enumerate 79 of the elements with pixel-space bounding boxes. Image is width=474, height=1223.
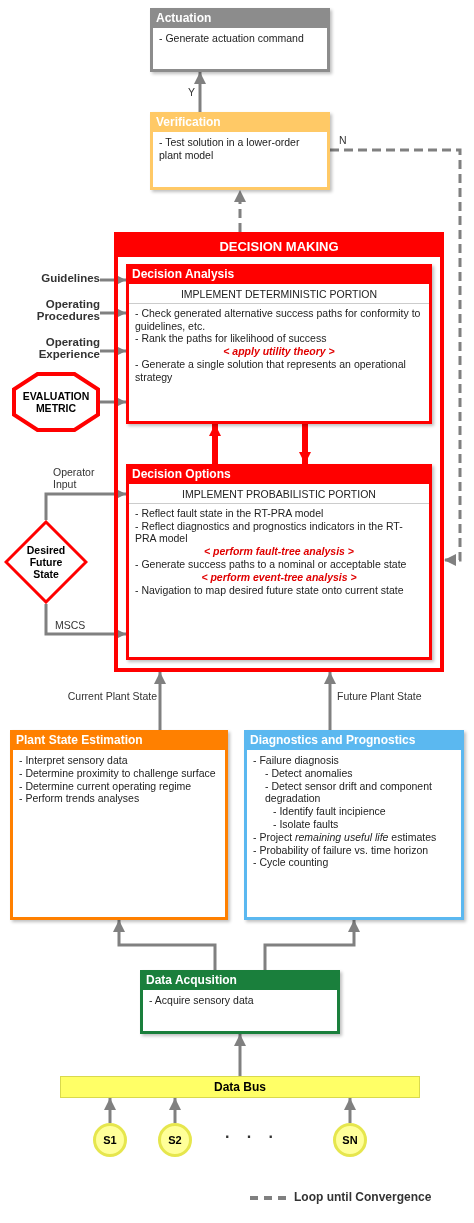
edge-label: MSCS [54,619,87,632]
arrow [154,672,166,730]
box-heading: Diagnostics and Prognostics [244,730,464,750]
edge-label: Y [187,86,196,99]
diamond-text: Desired Future State [25,543,67,581]
bullet-text: - Determine proximity to challenge surface [18,766,217,780]
arrow [100,345,126,357]
dashed-arrow [234,190,246,232]
process-box [140,970,340,1034]
arrow [113,920,217,970]
arrow [234,1034,246,1076]
dashed-arrow [330,148,462,566]
bullet-text: - Detect sensor drift and component degradation [264,779,433,806]
process-box [244,730,464,920]
sensor-circle: S2 [158,1123,192,1157]
method-note: < perform fault-tree analysis > [203,545,355,558]
arrow [344,1098,356,1123]
box-heading: Plant State Estimation [10,730,228,750]
arrow [44,488,126,520]
bullet-text: - Failure diagnosis [252,754,340,767]
method-note: < apply utility theory > [222,345,336,358]
decision-diamond [4,520,88,604]
bullet-text: - Reflect fault state in the RT-PRA model [134,506,325,520]
process-box [126,464,432,660]
arrow [263,920,360,970]
process-box [150,112,330,190]
bullet-text: - Probability of failure vs. time horizon [252,843,430,857]
bullet-text: - Cycle counting [252,856,330,870]
process-box [126,264,432,424]
bullet-text: - Navigation to map desired future state onto current state [134,583,405,597]
bullet-text: - Isolate faults [272,818,340,831]
box-heading: Actuation [150,8,330,28]
input-label: Guidelines [4,272,100,287]
box-heading: Verification [150,112,330,132]
bullet-text: - Generate actuation command [158,32,305,45]
input-label: Operating Procedures [4,298,100,328]
arrow [194,72,206,112]
arrow [100,307,126,319]
arrow [100,274,126,286]
process-box [150,8,330,72]
octagon-text: EVALUATION METRIC [21,389,91,415]
method-note: < perform event-tree analysis > [200,570,358,584]
bullet-text: - Acquire sensory data [148,994,255,1007]
arrow [100,396,126,408]
bullet-text: - Detect anomalies [264,766,354,780]
arrow [169,1098,181,1123]
bullet-text: - Reflect diagnostics and prognostics indicators in the RT-PRA model [134,519,404,546]
section-heading: IMPLEMENT DETERMINISTIC PORTION [129,288,429,304]
data-bus-bar: Data Bus [60,1076,420,1098]
bullet-text: - Interpret sensory data [18,754,129,767]
bullet-text: - Perform trends analyses [18,792,141,806]
thick-arrow [299,424,311,464]
bullet-text: - Test solution in a lower-order plant model [158,136,301,162]
bullet-text: - Generate success paths to a nominal or acceptable state [134,558,408,571]
bullet-text: - Determine current operating regime [18,779,193,793]
box-heading: Data Acqusition [140,970,340,990]
sensor-circle: S1 [93,1123,127,1157]
bullet-text: - Generate a single solution that represents an operational strategy [134,358,407,384]
arrow [44,604,126,640]
bullet-text: - Identify fault incipience [272,805,387,818]
octagon-shape [12,372,100,432]
sensor-circle: SN [333,1123,367,1157]
box-heading: Decision Options [126,464,432,484]
arrow [104,1098,116,1123]
thick-arrow [209,424,221,464]
section-heading: IMPLEMENT PROBABILISTIC PORTION [129,488,429,504]
bullet-text: - Check generated alternative success paths for conformity to guidelines, etc. [134,306,422,333]
input-label: Operating Experience [4,336,100,366]
bullet-text: - Rank the paths for likelihood of success [134,332,328,346]
edge-label: N [338,134,348,147]
ellipsis-label: · · · [225,1128,280,1146]
group-frame [114,232,444,672]
legend-text: Loop until Convergence [294,1190,432,1204]
arrow [324,672,336,730]
box-heading: Decision Analysis [126,264,432,284]
frame-title: DECISION MAKING [118,236,440,257]
process-box [10,730,228,920]
edge-label: Future Plant State [336,690,423,703]
bullet-text: - Project remaining useful life estimates [252,830,438,844]
